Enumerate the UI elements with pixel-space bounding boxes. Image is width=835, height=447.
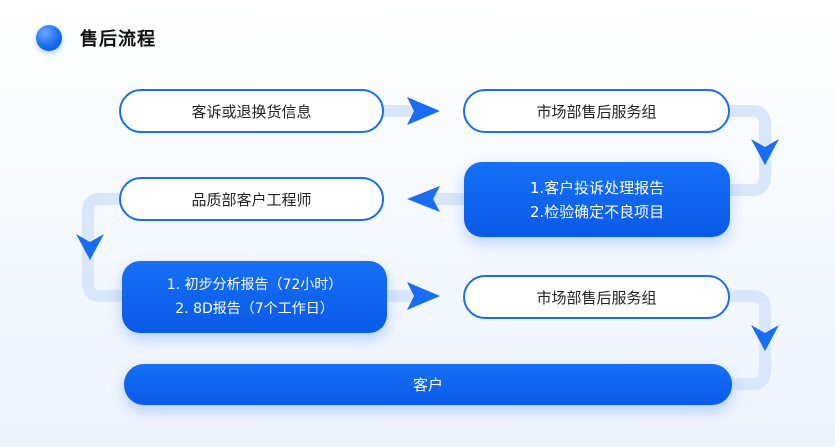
market-service-label-2: 市场部售后服务组 [536,288,657,307]
quality-engineer-box: 品质部客户工程师 [119,177,384,221]
market-service-label-1: 市场部售后服务组 [536,102,657,121]
header: 售后流程 [36,24,156,52]
analysis-line-2: 2. 8D报告（7个工作日） [175,301,334,317]
page-title: 售后流程 [80,29,156,50]
complaint-info-box: 客诉或退换货信息 [119,89,384,133]
arrow-left-icon [407,186,440,212]
arrow-down-icon [76,234,104,260]
market-service-box-1: 市场部售后服务组 [463,89,730,133]
complaint-info-label: 客诉或退换货信息 [191,102,312,121]
customer-box: 客户 [124,364,732,405]
complaint-report-box: 1.客户投诉处理报告 2.检验确定不良项目 [464,162,730,237]
arrow-down-icon [751,139,779,165]
report-line-2: 2.检验确定不良项目 [529,202,665,221]
arrow-down-icon [751,325,779,351]
customer-label: 客户 [412,376,443,394]
analysis-line-1: 1. 初步分析报告（72小时） [166,277,343,293]
quality-engineer-label: 品质部客户工程师 [191,190,312,209]
arrow-right-icon [407,282,440,310]
report-line-1: 1.客户投诉处理报告 [529,178,665,197]
analysis-report-box: 1. 初步分析报告（72小时） 2. 8D报告（7个工作日） [122,261,387,333]
market-service-box-2: 市场部售后服务组 [463,275,730,319]
title-dot-icon [36,25,62,51]
arrow-right-icon [407,97,440,125]
